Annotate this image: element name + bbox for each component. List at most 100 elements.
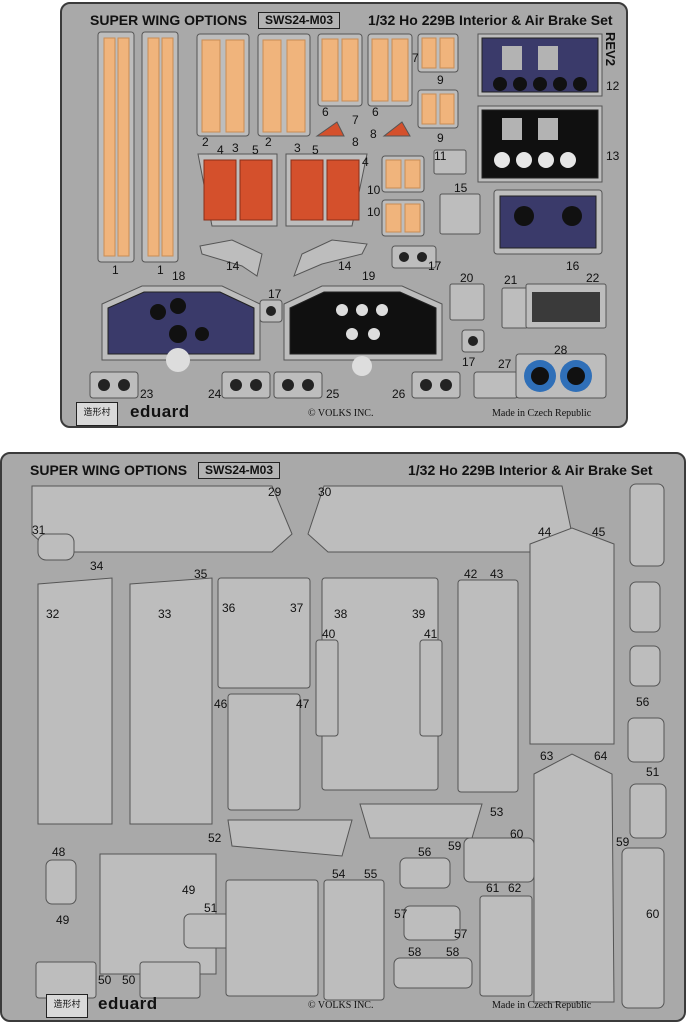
svg-text:5: 5: [312, 143, 319, 157]
part-61-62: [479, 895, 533, 997]
part-57: [403, 905, 461, 941]
part-59-60: [463, 837, 535, 883]
top-fret-made-in: Made in Czech Republic: [492, 408, 592, 419]
svg-text:5: 5: [252, 143, 259, 157]
part-21: [501, 287, 529, 329]
svg-text:48: 48: [52, 845, 66, 859]
part-44-45: [529, 527, 615, 745]
bottom-fret-logo: 造形村: [46, 994, 88, 1018]
part-34-35: [129, 577, 213, 825]
instrument-panel-19: [283, 285, 443, 376]
svg-text:50: 50: [122, 973, 136, 987]
part-59-60-right: [621, 847, 665, 1009]
svg-text:24: 24: [208, 387, 222, 401]
part-51-right: [627, 717, 665, 763]
svg-text:2: 2: [202, 135, 209, 149]
top-fret: 1 1 2 2 3 3 4 4 5 5 6 6 7 7 8 8 9 9 10 1…: [60, 2, 628, 428]
seat-belt-6-7b: [367, 33, 413, 107]
svg-text:64: 64: [594, 749, 608, 763]
svg-text:6: 6: [322, 105, 329, 119]
part-10: [381, 155, 425, 237]
svg-text:22: 22: [586, 271, 600, 285]
svg-text:51: 51: [646, 765, 660, 779]
instrument-panel-12: [477, 33, 603, 97]
part-50a: [35, 961, 97, 999]
svg-text:4: 4: [217, 143, 224, 157]
part-57-right: [629, 783, 667, 839]
svg-text:60: 60: [510, 827, 524, 841]
svg-text:57: 57: [454, 927, 468, 941]
svg-text:18: 18: [172, 269, 186, 283]
part-31: [37, 533, 75, 561]
svg-text:19: 19: [362, 269, 376, 283]
part-15: [439, 193, 481, 235]
part-48: [45, 859, 77, 905]
top-fret-subtitle: 1/32 Ho 229B Interior & Air Brake Set: [368, 12, 613, 28]
seat-pad-4-5a: [197, 153, 278, 227]
seat-belt-2-3b: [257, 33, 311, 137]
svg-text:44: 44: [538, 525, 552, 539]
part-54-55: [323, 879, 385, 1001]
seat-belt-1b: [141, 31, 179, 263]
svg-text:10: 10: [367, 205, 381, 219]
svg-text:10: 10: [367, 183, 381, 197]
svg-text:39: 39: [412, 607, 426, 621]
svg-text:61: 61: [486, 881, 500, 895]
part-40: [315, 639, 339, 737]
svg-text:9: 9: [437, 131, 444, 145]
svg-text:31: 31: [32, 523, 46, 537]
part-30: [307, 485, 573, 553]
svg-text:14: 14: [226, 259, 240, 273]
part-58-right: [629, 483, 665, 567]
part-28: [515, 353, 607, 399]
top-fret-code: SWS24-M03: [258, 12, 341, 29]
part-56-right: [629, 645, 661, 687]
svg-text:23: 23: [140, 387, 154, 401]
svg-text:26: 26: [392, 387, 406, 401]
part-9: [417, 33, 459, 129]
svg-text:60: 60: [646, 907, 660, 921]
svg-text:9: 9: [437, 73, 444, 87]
part-23: [89, 371, 139, 399]
svg-text:40: 40: [322, 627, 336, 641]
bottom-fret-subtitle: 1/32 Ho 229B Interior & Air Brake Set: [408, 462, 653, 478]
svg-text:55: 55: [364, 867, 378, 881]
part-24: [221, 371, 271, 399]
top-fret-revision: REV2: [603, 32, 618, 66]
svg-text:4: 4: [362, 155, 369, 169]
svg-text:8: 8: [352, 135, 359, 149]
svg-text:58: 58: [408, 945, 422, 959]
top-part-number-labels: 1 1 2 2 3 3 4 4 5 5 6 6 7 7 8 8 9 9 10 1…: [112, 51, 620, 401]
svg-text:49: 49: [56, 913, 70, 927]
part-8b: [382, 121, 411, 137]
svg-text:56: 56: [418, 845, 432, 859]
part-22: [525, 283, 607, 329]
part-42-43: [457, 579, 519, 793]
bottom-fret-copyright: © VOLKS INC.: [308, 1000, 374, 1011]
top-fret-logo: 造形村: [76, 402, 118, 426]
svg-text:20: 20: [460, 271, 474, 285]
seat-belt-6-7a: [317, 33, 363, 107]
svg-text:35: 35: [194, 567, 208, 581]
svg-text:11: 11: [434, 149, 447, 163]
part-11: [433, 149, 467, 175]
part-50b: [139, 961, 201, 999]
svg-text:47: 47: [296, 697, 310, 711]
svg-text:59: 59: [448, 839, 462, 853]
svg-text:36: 36: [222, 601, 236, 615]
top-fret-brand: eduard: [130, 402, 190, 421]
part-53: [359, 803, 483, 839]
part-41: [419, 639, 443, 737]
svg-text:2: 2: [265, 135, 272, 149]
svg-text:42: 42: [464, 567, 478, 581]
top-fret-copyright: © VOLKS INC.: [308, 408, 374, 419]
svg-text:21: 21: [504, 273, 518, 287]
svg-text:51: 51: [204, 901, 218, 915]
svg-text:53: 53: [490, 805, 504, 819]
part-32-33: [37, 577, 113, 825]
svg-text:25: 25: [326, 387, 340, 401]
part-46-47: [227, 693, 301, 811]
part-27: [473, 371, 519, 399]
part-29: [31, 485, 293, 553]
instrument-panel-18: [101, 285, 261, 372]
